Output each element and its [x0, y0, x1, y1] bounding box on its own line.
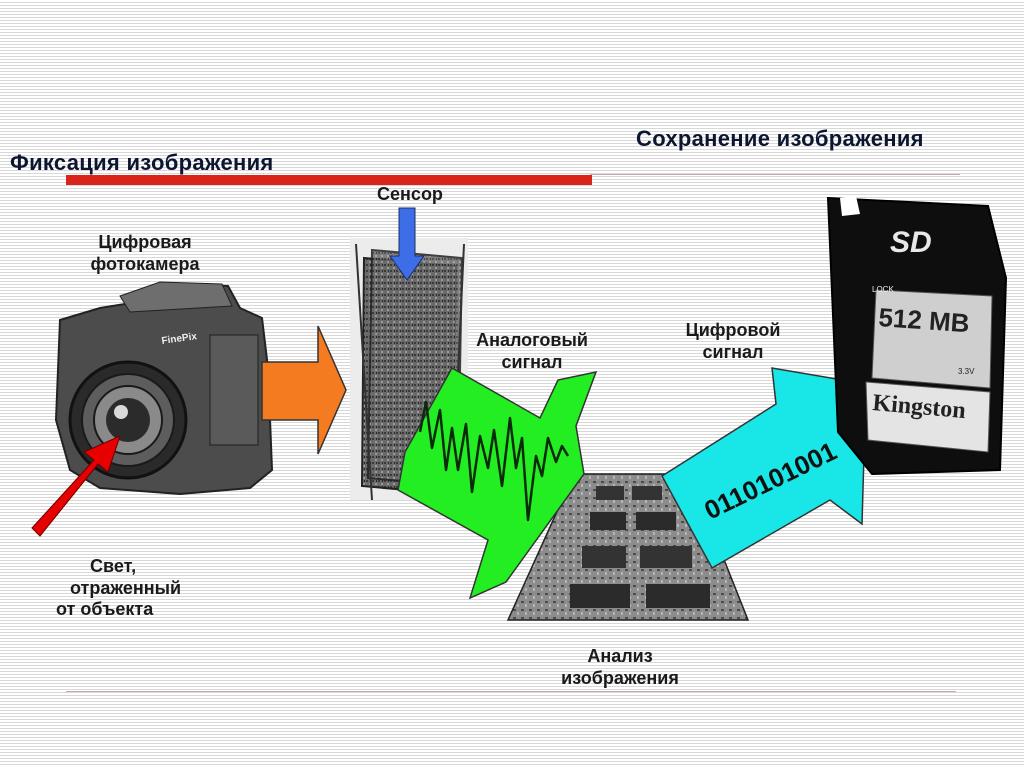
red-title-bar [66, 175, 592, 185]
analog-waveform [418, 400, 570, 522]
camera-label-line2: фотокамера [90, 253, 200, 274]
sensor-label: Сенсор [377, 184, 443, 204]
light-label: Свет, отраженный от объекта [56, 556, 181, 621]
analysis-label-line2: изображения [561, 667, 679, 688]
camera-brand-text: FinePix [161, 331, 198, 347]
analog-signal-arrow [397, 366, 598, 600]
light-label-line2: отраженный [70, 577, 182, 598]
sd-logo-text: SD [890, 226, 932, 259]
storage-title: Сохранение изображения [636, 126, 924, 151]
sd-lock-text: LOCK [872, 285, 894, 294]
light-label-line3: от объекта [56, 599, 154, 620]
bottom-thin-rule [66, 691, 956, 692]
sd-capacity-text: 512 MB [878, 302, 971, 338]
top-thin-rule [590, 174, 960, 175]
light-label-line1: Свет, [90, 556, 137, 576]
sensor-pointer-arrow [389, 207, 425, 281]
digital-signal-label: Цифровой сигнал [658, 320, 808, 363]
analog-signal-label: Аналоговый сигнал [452, 330, 612, 373]
sd-voltage-text: 3.3V [958, 367, 975, 376]
camera-label-line1: Цифровая [98, 232, 192, 252]
digital-signal-label-line2: сигнал [702, 341, 764, 362]
analog-signal-label-line2: сигнал [501, 351, 563, 372]
reflected-light-arrow [31, 435, 121, 537]
digital-camera-image: FinePix [54, 281, 274, 496]
camera-to-sensor-arrow [261, 325, 347, 455]
digital-signal-label-line1: Цифровой [685, 320, 781, 340]
analog-signal-label-line1: Аналоговый [476, 330, 588, 350]
camera-label: Цифровая фотокамера [60, 232, 230, 275]
capture-title: Фиксация изображения [10, 150, 274, 175]
sd-card-image: SD 512 MB LOCK 3.3V Kingston [826, 196, 1008, 476]
analysis-label: Анализ изображения [530, 646, 710, 689]
analysis-label-line1: Анализ [587, 646, 653, 666]
